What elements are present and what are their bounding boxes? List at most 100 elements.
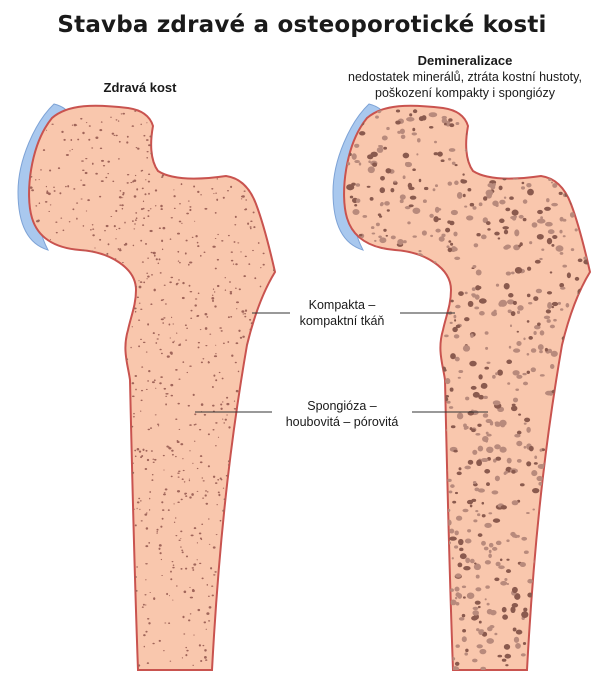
pore [418,326,425,330]
pore [418,456,422,460]
pore [557,136,566,142]
pore [362,361,366,364]
pore [160,352,163,355]
pore [536,233,544,240]
pore [419,388,425,393]
pore [437,363,442,367]
pore [555,474,561,480]
pore [149,591,151,594]
pore [106,263,109,266]
pore [408,499,414,504]
pore [542,107,549,113]
pore [514,266,523,274]
pore [577,609,585,616]
pore [197,156,201,159]
pore [231,354,234,357]
pore [97,354,100,356]
pore [172,599,174,601]
pore [259,563,262,566]
pore [495,372,498,376]
pore [172,564,175,566]
pore [568,162,575,167]
pore [434,539,441,544]
pore [402,496,406,500]
pore [455,121,460,126]
pore [35,324,39,327]
pore [219,477,222,480]
pore [375,664,384,670]
pore [488,549,492,554]
pore [256,476,259,478]
pore [145,545,149,548]
pore [476,161,483,166]
pore [68,582,72,586]
pore [252,211,255,214]
pore [149,208,152,210]
pore [89,305,93,308]
pore [384,281,389,285]
pore [138,497,141,500]
pore [487,626,493,632]
pore [120,305,122,307]
pore [115,209,118,213]
pore [558,179,564,185]
pore [369,262,378,270]
pore [549,532,556,538]
pore [168,323,171,326]
pore [516,341,522,346]
pore [207,620,211,622]
pore [522,372,527,376]
pore [554,472,562,479]
pore [399,199,404,204]
pore [464,205,468,208]
pore [248,489,251,492]
pore [206,316,209,318]
pore [268,124,270,126]
pore [476,459,483,467]
pore [202,358,205,360]
pore [438,316,444,322]
pore [97,644,100,647]
pore [49,169,52,172]
pore [231,553,235,557]
pore [483,196,488,201]
pore [25,484,27,486]
pore [170,276,174,279]
pore [498,128,504,134]
pore [86,352,89,355]
pore [381,135,388,141]
pore [589,377,591,383]
pore [591,466,598,472]
pore [197,292,200,295]
pore [43,296,45,298]
pore [106,252,109,255]
pore [43,380,45,383]
pore [34,456,37,460]
pore [89,364,92,366]
pore [140,399,143,402]
pore [224,418,227,421]
pore [198,532,202,535]
pore [434,140,437,144]
pore [207,433,210,436]
pore [277,587,279,589]
pore [74,301,77,304]
pore [533,331,537,335]
pore [570,117,576,121]
pore [526,320,530,323]
pore [148,192,150,195]
pore [160,525,163,528]
pore [561,444,567,448]
pore [34,179,37,181]
pore [530,367,536,373]
pore [117,469,120,472]
pore [484,469,491,474]
pore [199,562,202,565]
pore [88,341,91,344]
pore [114,396,118,400]
pore [46,190,49,193]
pore [504,151,507,155]
pore [245,516,248,519]
pore [246,622,250,625]
pore [393,440,400,447]
